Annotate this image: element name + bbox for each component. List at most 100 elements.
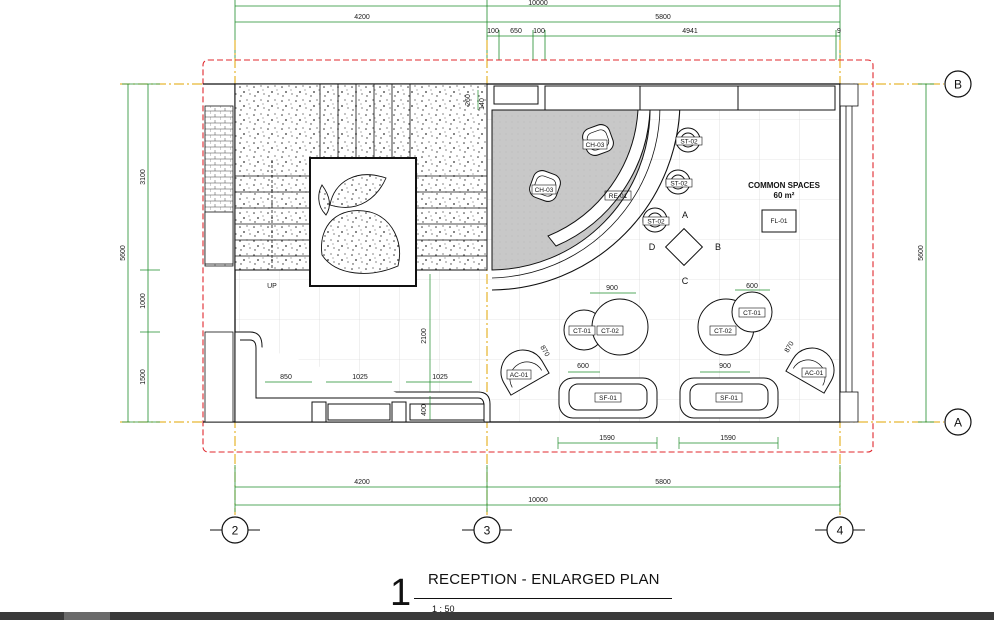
- tag-st02-c: ST-02: [647, 219, 665, 226]
- reception-arc-outer: [491, 99, 681, 291]
- plan-boundary: [202, 59, 874, 453]
- dim-table-b: 600: [746, 283, 758, 290]
- dim-top-sub-c: 100: [533, 28, 545, 35]
- grid-bubble-3: 3: [462, 516, 512, 544]
- bench-dims: [265, 274, 472, 420]
- dim-table-a: 900: [606, 285, 618, 292]
- leaf-art-icon: [318, 174, 400, 274]
- drawing-title-block: 1 RECEPTION - ENLARGED PLAN 1 : 50: [386, 568, 686, 620]
- tag-sf01-a-box: [594, 392, 622, 403]
- back-wall-cabinets: [493, 85, 836, 111]
- tag-ct01-a: CT-01: [573, 328, 591, 335]
- tag-st02-a-box: [675, 136, 703, 146]
- dim-sofa-a: 1590: [599, 435, 615, 442]
- grid-bubble-b: B: [944, 70, 972, 98]
- dim-chair-a: 870: [538, 344, 550, 358]
- svg-text:B: B: [954, 78, 962, 92]
- dim-vertical-a: 2100: [421, 328, 428, 344]
- dim-table-c: 600: [577, 363, 589, 370]
- dim-top-sub-b: 650: [510, 28, 522, 35]
- dim-left-lower: 1500: [140, 369, 147, 385]
- dim-top-left: 4200: [354, 14, 370, 21]
- dim-bench-b: 1025: [352, 374, 368, 381]
- dim-vertical-b: 400: [421, 404, 428, 416]
- dim-sofa-b: 1590: [720, 435, 736, 442]
- dim-bottom-right: 5800: [655, 479, 671, 486]
- tag-ac01-b: AC-01: [805, 370, 824, 377]
- viewer-bottom-bar: [0, 612, 994, 620]
- dim-small-b: 140: [479, 98, 486, 110]
- tag-ch03-a: CH-03: [586, 142, 605, 149]
- fl01-box: [761, 209, 797, 233]
- tag-ct01-b: CT-01: [743, 310, 761, 317]
- reception-desk: [547, 109, 651, 247]
- bottom-dimensions: [234, 465, 841, 512]
- left-dimensions: [122, 83, 160, 423]
- tag-ct02-a: CT-02: [601, 328, 619, 335]
- dim-chair-b: 870: [784, 340, 796, 354]
- svg-text:A: A: [954, 416, 962, 430]
- dim-top-sub-d: 4941: [682, 28, 698, 35]
- tag-ac01-a-box: [506, 369, 532, 380]
- tag-st02-c-box: [642, 216, 670, 226]
- tag-sf01-b: SF-01: [720, 395, 738, 402]
- marker-letter-b: B: [715, 242, 721, 252]
- dim-bottom-left: 4200: [354, 479, 370, 486]
- dim-top-sub-a: 100: [487, 28, 499, 35]
- tag-sf01-b-box: [715, 392, 743, 403]
- tag-re01-box: [604, 190, 632, 201]
- tag-ac01-a: AC-01: [510, 372, 529, 379]
- svg-text:4: 4: [837, 524, 844, 538]
- tag-fl01: FL-01: [771, 218, 788, 225]
- drawing-title: RECEPTION - ENLARGED PLAN: [428, 571, 660, 588]
- west-niche: [204, 331, 234, 423]
- dim-left-total: 5600: [120, 245, 127, 261]
- tag-ct01-b-box: [738, 307, 766, 318]
- right-dimension: [918, 83, 934, 423]
- title-underline: [414, 598, 672, 599]
- tag-re01: RE-01: [609, 193, 628, 200]
- grid-bubble-4: 4: [815, 516, 865, 544]
- tag-ch03-b: CH-03: [535, 187, 554, 194]
- dim-right-total: 5600: [918, 245, 925, 261]
- drawing-scale: 1 : 50: [432, 604, 455, 614]
- dim-bottom-total: 10000: [528, 497, 548, 504]
- tag-ch03-a-box: [582, 139, 608, 150]
- space-name: COMMON SPACES: [748, 181, 821, 190]
- viewer-bottom-bar-highlight: [64, 612, 110, 620]
- drawing-number: 1: [390, 572, 412, 614]
- dim-bench-a: 850: [280, 374, 292, 381]
- builtin-bench: [234, 331, 491, 423]
- tag-st02-b-box: [665, 178, 693, 188]
- marker-letter-d: D: [649, 242, 656, 252]
- stair-up-label: UP: [267, 283, 277, 290]
- dim-top-sub-e: 9: [837, 28, 841, 35]
- svg-text:3: 3: [484, 524, 491, 538]
- stair-treads: [235, 84, 487, 270]
- tag-ch03-b-box: [531, 184, 557, 195]
- tag-sf01-a: SF-01: [599, 395, 617, 402]
- dim-top-total: 10000: [528, 0, 548, 7]
- dim-small-a: 260: [465, 94, 472, 106]
- dim-top-right: 5800: [655, 14, 671, 21]
- west-column: [204, 211, 234, 265]
- tag-ct02-b-box: [709, 325, 737, 336]
- tag-ct02-a-box: [596, 325, 624, 336]
- table-dims: [568, 289, 770, 373]
- grid-bubble-a: A: [944, 408, 972, 436]
- tag-ac01-b-box: [801, 367, 827, 378]
- tag-st02-a: ST-02: [680, 139, 698, 146]
- dim-left-upper: 3100: [140, 169, 147, 185]
- marker-letter-a: A: [682, 210, 688, 220]
- marker-letter-c: C: [682, 276, 689, 286]
- grid-bubble-2: 2: [210, 516, 260, 544]
- dim-table-d: 900: [719, 363, 731, 370]
- space-area: 60 m²: [774, 191, 795, 200]
- dim-bench-c: 1025: [432, 374, 448, 381]
- dim-left-middle: 1000: [140, 293, 147, 309]
- east-wall: [839, 83, 859, 423]
- top-dimensions: [234, 0, 841, 60]
- tag-st02-b: ST-02: [670, 181, 688, 188]
- reception-arc-inner: [491, 105, 661, 279]
- tag-ct02-b: CT-02: [714, 328, 732, 335]
